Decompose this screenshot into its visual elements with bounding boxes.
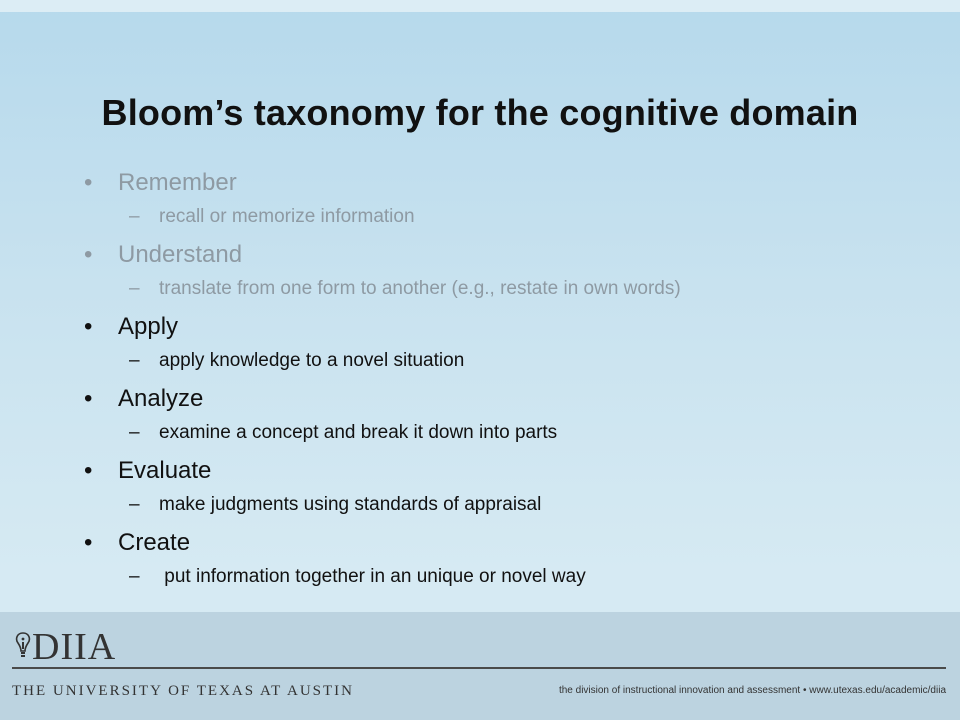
bullet-label: Analyze: [118, 385, 204, 412]
dash-icon: –: [129, 278, 140, 299]
sub-item-text: make judgments using standards of apprai…: [159, 494, 542, 515]
slide-title: Bloom’s taxonomy for the cognitive domai…: [101, 92, 859, 133]
bullet-item-evaluate: • Evaluate: [84, 456, 944, 493]
sub-item-create: – put information together in an unique …: [84, 565, 944, 600]
bullet-item-create: • Create: [84, 528, 944, 565]
bullet-icon: •: [84, 457, 93, 484]
bullet-item-apply: • Apply: [84, 312, 944, 349]
university-name: THE UNIVERSITY OF TEXAS AT AUSTIN: [12, 683, 354, 699]
bullet-item-analyze: • Analyze: [84, 384, 944, 421]
sub-item-evaluate: – make judgments using standards of appr…: [84, 493, 944, 528]
bullet-label: Understand: [118, 241, 243, 268]
dash-icon: –: [129, 494, 140, 515]
sub-item-text: examine a concept and break it down into…: [159, 422, 558, 443]
bullet-label: Apply: [118, 313, 179, 340]
bullet-list: • Remember – recall or memorize informat…: [84, 168, 944, 600]
sub-item-analyze: – examine a concept and break it down in…: [84, 421, 944, 456]
dash-icon: –: [129, 206, 140, 227]
bullet-icon: •: [84, 385, 93, 412]
footer-divider: [12, 667, 946, 669]
logo-wordmark: DIIA: [32, 626, 117, 668]
bullet-item-understand: • Understand: [84, 240, 944, 277]
sub-item-text: recall or memorize information: [159, 206, 415, 227]
bullet-label: Evaluate: [118, 457, 212, 484]
sub-item-text: translate from one form to another (e.g.…: [159, 278, 681, 299]
bullet-icon: •: [84, 169, 93, 196]
bullet-label: Create: [118, 529, 191, 556]
footer-band: [0, 612, 960, 720]
bullet-label: Remember: [118, 169, 237, 196]
diia-logo-icon: [15, 632, 31, 657]
footer-tagline: the division of instructional innovation…: [558, 685, 946, 696]
bullet-item-remember: • Remember: [84, 168, 944, 205]
bullet-icon: •: [84, 313, 93, 340]
dash-icon: –: [129, 566, 140, 587]
sub-item-understand: – translate from one form to another (e.…: [84, 277, 944, 312]
sub-item-apply: – apply knowledge to a novel situation: [84, 349, 944, 384]
sub-item-remember: – recall or memorize information: [84, 205, 944, 240]
dash-icon: –: [129, 350, 140, 371]
top-strip: [0, 0, 960, 12]
bullet-icon: •: [84, 241, 93, 268]
sub-item-text: apply knowledge to a novel situation: [159, 350, 465, 371]
bullet-icon: •: [84, 529, 93, 556]
sub-item-text: put information together in an unique or…: [159, 566, 586, 587]
dash-icon: –: [129, 422, 140, 443]
